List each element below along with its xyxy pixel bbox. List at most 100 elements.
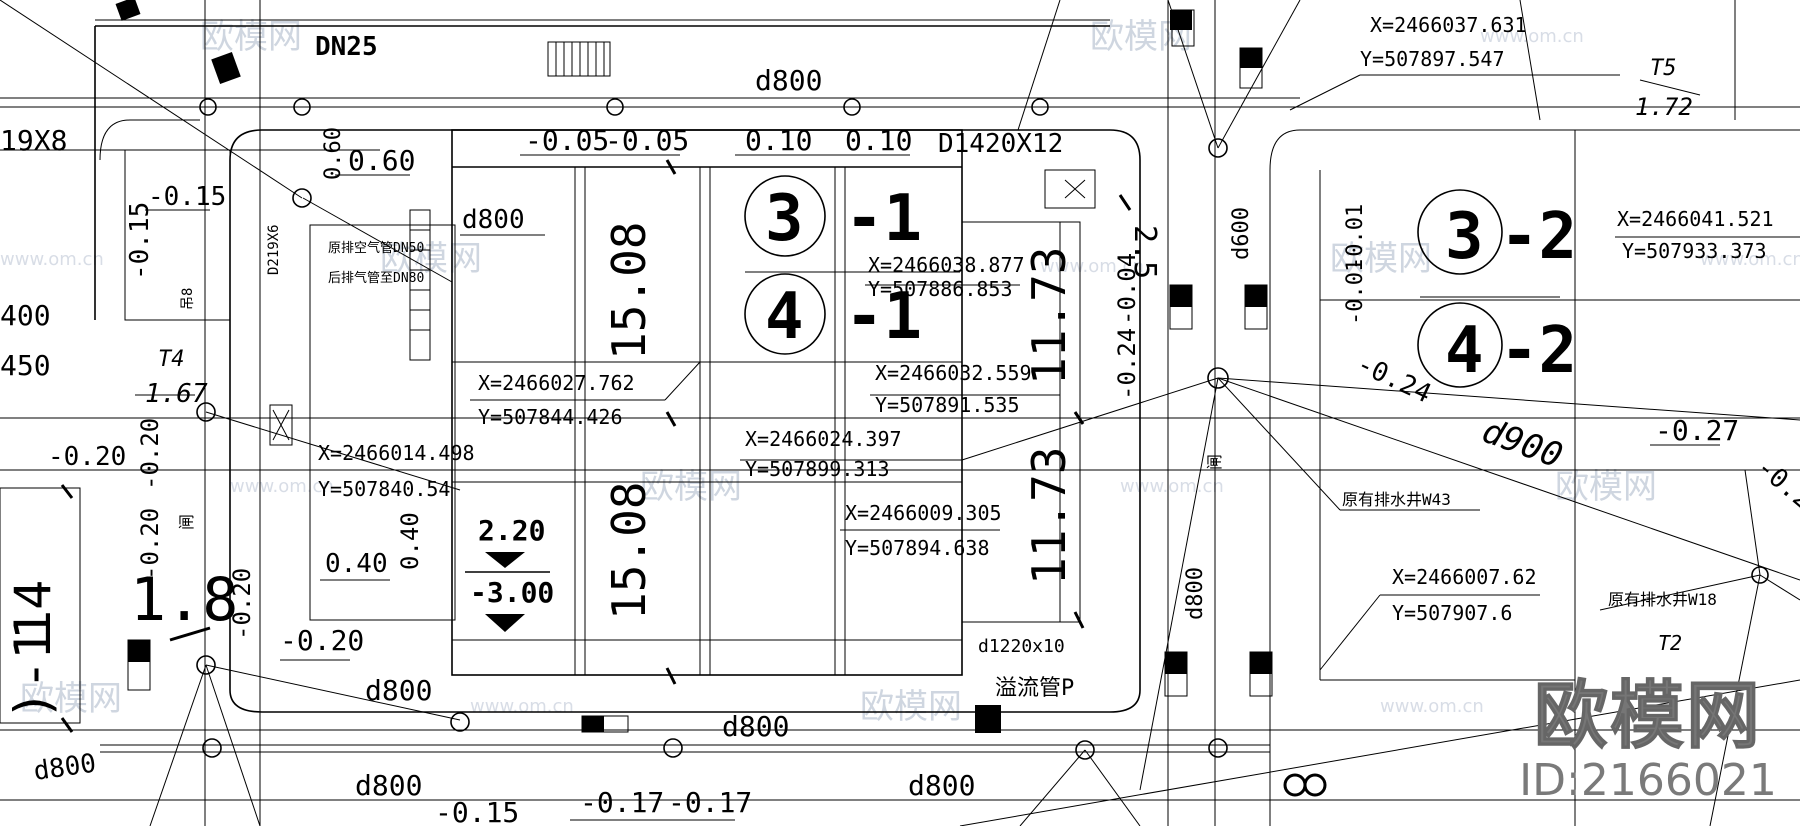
dim-label: 14 xyxy=(4,580,62,640)
level-label: 0.60 xyxy=(348,144,415,177)
watermark-url: www.om.cn xyxy=(1120,476,1224,497)
level-label: -0.24 xyxy=(1352,349,1436,409)
tag-label: T4 xyxy=(158,347,185,372)
manhole xyxy=(292,188,312,208)
level-label: -0.17 xyxy=(580,786,664,819)
curb xyxy=(1269,129,1800,171)
tag-label: T5 xyxy=(1650,56,1677,81)
curb xyxy=(99,119,200,161)
watermark-url: www.om.cn xyxy=(1040,256,1144,277)
dim-label: 15.08 xyxy=(602,482,656,620)
coord-y: Y=507933.373 xyxy=(1622,239,1767,263)
manhole xyxy=(196,402,216,422)
control-building xyxy=(309,224,456,621)
dim-label: 1.8 xyxy=(130,565,238,635)
coord-x: X=2466032.559 xyxy=(875,361,1032,385)
coord-x: X=2466037.631 xyxy=(1370,13,1527,37)
watermark-url: www.om.cn xyxy=(1380,696,1484,717)
pipe-label: 溢流管P xyxy=(995,676,1074,701)
well-label: 原有排水井W18 xyxy=(1608,590,1717,609)
model-id: ID:2166021 xyxy=(1519,755,1777,806)
manhole xyxy=(606,98,624,116)
level-label: 0.10 xyxy=(745,124,812,157)
pipe-label: d800 xyxy=(1183,567,1208,620)
pipe-label: d1220x10 xyxy=(978,636,1065,657)
coord-x: X=2466009.305 xyxy=(845,501,1002,525)
watermark-text: 欧模网 xyxy=(640,467,742,507)
tank-labels: 3 -1 4 -1 3 -2 4 -2 xyxy=(744,175,1577,388)
level-label: 0.10 xyxy=(845,124,912,157)
stair xyxy=(409,209,431,361)
pipe-note: 闸 xyxy=(177,514,196,530)
equipment-blocks xyxy=(115,0,1327,797)
pipe-label: d800 xyxy=(755,64,822,97)
tank-bubble xyxy=(744,175,826,257)
pipe-note: 吊8 xyxy=(180,288,196,310)
coord-y: Y=507886.853 xyxy=(868,277,1013,301)
coord-x: X=2466041.521 xyxy=(1617,207,1774,231)
tank-suffix: -2 xyxy=(1500,314,1577,388)
pipe-label: d800 xyxy=(908,769,975,802)
level-label: -0.05 xyxy=(525,124,609,157)
manhole xyxy=(450,712,470,732)
pipe-label: d800 xyxy=(365,674,432,707)
manhole xyxy=(1208,738,1228,758)
level-label: -0.27 xyxy=(1655,414,1739,447)
watermark-text: 欧模网 xyxy=(380,239,482,279)
elevation-top: 2.20 xyxy=(478,514,545,547)
tank-bubble xyxy=(1417,189,1503,275)
pipe-label: d800 xyxy=(355,769,422,802)
level-label: -0.15 xyxy=(148,182,226,212)
coord-y: Y=507891.535 xyxy=(875,393,1020,417)
watermark-text: 欧模网 xyxy=(200,17,302,57)
tag-value: 1.72 xyxy=(1635,93,1693,121)
plant-boundary xyxy=(229,129,1141,713)
dim-label: 400 xyxy=(0,299,51,332)
tank-suffix: -1 xyxy=(845,182,922,256)
manhole xyxy=(663,738,683,758)
tank-number: 3 xyxy=(765,182,804,256)
watermark-url: www.om.cn xyxy=(1700,249,1800,270)
watermark-url: www.om.cn xyxy=(470,696,574,717)
level-label: 2.5 xyxy=(1127,225,1162,279)
coord-y: Y=507897.547 xyxy=(1360,47,1505,71)
coord-x: X=2466027.762 xyxy=(478,371,635,395)
grate xyxy=(547,41,611,77)
level-label: -0.24 xyxy=(1113,328,1141,400)
sub-enclosure xyxy=(124,149,231,321)
tank-number: 3 xyxy=(1445,200,1484,274)
tank-number: 4 xyxy=(765,280,804,354)
coord-y: Y=507907.6 xyxy=(1392,601,1512,625)
level-label: -0.20 xyxy=(136,418,164,490)
manhole xyxy=(1075,740,1095,760)
level-label: -0.01 xyxy=(1343,204,1368,270)
pipe-label: 19X8 xyxy=(0,124,67,157)
coordinate-labels: X=2466037.631 Y=507897.547 X=2466041.521… xyxy=(318,13,1774,625)
coord-x: X=2466014.498 xyxy=(318,441,475,465)
pipe-label: d600 xyxy=(1229,207,1254,260)
level-label: -0.05 xyxy=(605,124,689,157)
pipe-label: D1420X12 xyxy=(938,129,1063,159)
level-label: -0.20 xyxy=(48,442,126,472)
tag-label: T2 xyxy=(1658,631,1682,655)
level-label: -0.15 xyxy=(125,202,155,280)
level-label: -0.20 xyxy=(228,568,256,640)
watermark-url: www.om.cn xyxy=(0,249,104,270)
pipe-label: d800 xyxy=(722,710,789,743)
watermark-url: www.om.cn xyxy=(230,476,334,497)
manhole xyxy=(843,98,861,116)
level-label: -0.2 xyxy=(1751,452,1800,515)
coord-y: Y=507840.54 xyxy=(318,477,450,501)
manhole xyxy=(1031,98,1049,116)
dim-label: 11.73 xyxy=(1022,247,1076,385)
pipe-note: D219X6 xyxy=(266,224,282,275)
coord-x: X=2466024.397 xyxy=(745,427,902,451)
tank-suffix: -1 xyxy=(845,280,922,354)
watermark-text: 欧模网 xyxy=(860,687,962,727)
elevation-bottom: -3.00 xyxy=(470,576,554,609)
level-label: 0.60 xyxy=(321,127,346,180)
manhole xyxy=(199,98,217,116)
pipe-note: 原排空气管DN50 xyxy=(328,240,424,256)
